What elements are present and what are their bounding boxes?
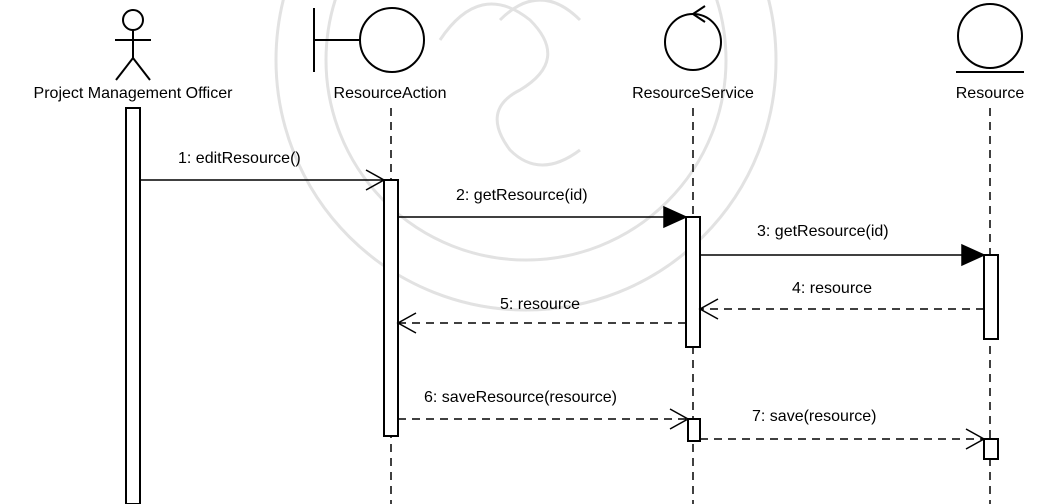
message-1 — [140, 169, 386, 191]
lifeline-label-resourceservice: ResourceService — [632, 85, 754, 102]
message-2 — [398, 205, 688, 229]
message-7 — [700, 428, 986, 450]
activation-resourceservice-2 — [687, 418, 701, 442]
lifeline-label-resourceaction: ResourceAction — [334, 85, 447, 102]
entity-icon — [956, 3, 1024, 73]
watermark-seal — [274, 0, 778, 312]
message-5 — [396, 312, 686, 334]
activation-resource-2 — [983, 438, 999, 460]
activation-pmo — [125, 107, 141, 504]
actor-icon — [115, 9, 151, 81]
lifeline-label-pmo: Project Management Officer — [34, 85, 234, 102]
message-6-label: 6: saveResource(resource) — [424, 389, 617, 406]
message-6 — [398, 408, 690, 430]
lifeline-label-resource: Resource — [956, 85, 1025, 102]
message-3-label: 3: getResource(id) — [757, 223, 889, 240]
message-7-label: 7: save(resource) — [752, 408, 877, 425]
boundary-icon — [313, 7, 425, 73]
activation-resourceservice-1 — [685, 216, 701, 348]
activation-resource-1 — [983, 254, 999, 340]
activation-resourceaction — [383, 179, 399, 437]
control-icon — [664, 5, 722, 71]
message-4 — [698, 298, 984, 320]
message-1-label: 1: editResource() — [178, 150, 301, 167]
message-2-label: 2: getResource(id) — [456, 187, 588, 204]
message-3 — [700, 243, 986, 267]
message-5-label: 5: resource — [500, 296, 580, 313]
message-4-label: 4: resource — [792, 280, 872, 297]
